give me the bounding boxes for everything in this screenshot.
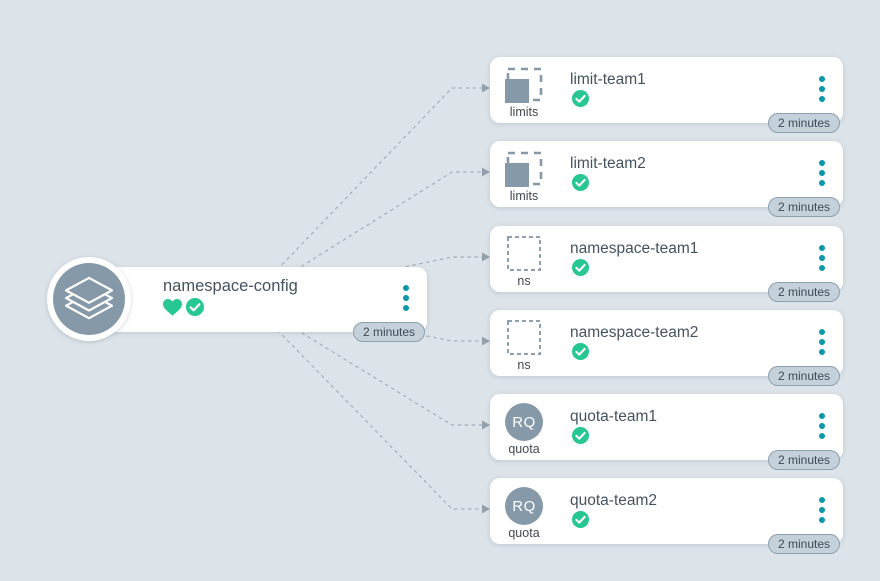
resource-title: limit-team1: [570, 71, 646, 88]
resourcequota-circle-icon: RQ: [505, 487, 543, 525]
kebab-dot: [819, 170, 825, 176]
kebab-dot: [819, 255, 825, 261]
resource-kind: ns: [498, 319, 550, 372]
check-synced-icon: [572, 90, 589, 107]
resource-kind: ns: [498, 235, 550, 288]
kebab-dot: [819, 265, 825, 271]
arrowhead-icon: [482, 167, 490, 177]
resource-title: namespace-team1: [570, 240, 699, 257]
kebab-menu-button[interactable]: [817, 411, 827, 441]
kebab-menu-button[interactable]: [817, 327, 827, 357]
resource-title: namespace-team2: [570, 324, 699, 341]
kebab-dot: [819, 160, 825, 166]
kebab-dot: [819, 497, 825, 503]
kebab-dot: [819, 245, 825, 251]
age-badge: 2 minutes: [767, 534, 840, 554]
edge-to-quota-team1: [247, 299, 483, 426]
arrowhead-icon: [482, 336, 490, 346]
resource-node-quota-team1[interactable]: RQ quota quota-team1 2 minutes: [490, 394, 843, 470]
kind-label: quota: [508, 526, 540, 540]
kebab-dot: [819, 339, 825, 345]
kebab-menu-button[interactable]: [817, 243, 827, 273]
check-synced-icon: [186, 298, 204, 321]
age-badge: 2 minutes: [767, 113, 840, 133]
kebab-dot: [819, 329, 825, 335]
kind-label: limits: [509, 105, 539, 119]
namespace-dashed-square-icon: [507, 320, 541, 355]
kebab-dot: [819, 517, 825, 523]
app-node-title: namespace-config: [163, 277, 298, 295]
kebab-dot: [819, 433, 825, 439]
kind-label: limits: [509, 189, 539, 203]
resource-kind: RQ quota: [498, 403, 550, 456]
kind-label: ns: [517, 358, 531, 372]
arrowhead-icon: [482, 504, 490, 514]
kebab-dot: [819, 76, 825, 82]
resource-node-limit-team1[interactable]: limits limit-team1 2 minutes: [490, 57, 843, 133]
layers-icon: [53, 263, 125, 335]
resource-node-namespace-team2[interactable]: ns namespace-team2 2 minutes: [490, 310, 843, 386]
kebab-dot: [819, 86, 825, 92]
check-synced-icon: [572, 174, 589, 191]
check-synced-icon: [572, 427, 589, 444]
resource-node-limit-team2[interactable]: limits limit-team2 2 minutes: [490, 141, 843, 217]
arrowhead-icon: [482, 420, 490, 430]
kebab-menu-button[interactable]: [817, 158, 827, 188]
kind-label: ns: [517, 274, 531, 288]
namespace-dashed-square-icon: [507, 236, 541, 271]
resource-title: quota-team2: [570, 492, 658, 509]
edge-to-limit-team2: [247, 171, 483, 301]
kebab-dot: [819, 96, 825, 102]
kebab-dot: [819, 413, 825, 419]
edge-to-limit-team1: [247, 87, 483, 301]
heart-healthy-icon: [163, 298, 182, 321]
resourcequota-circle-icon: RQ: [505, 403, 543, 441]
kebab-menu-button[interactable]: [401, 283, 411, 313]
app-node-circle[interactable]: [47, 257, 131, 341]
age-badge: 2 minutes: [767, 450, 840, 470]
age-badge: 2 minutes: [767, 197, 840, 217]
kebab-dot: [403, 285, 409, 291]
kind-label: quota: [508, 442, 540, 456]
limitrange-dashed-square-icon: [505, 151, 543, 187]
age-badge: 2 minutes: [767, 282, 840, 302]
resource-kind: limits: [498, 66, 550, 119]
limitrange-dashed-square-icon: [505, 67, 543, 103]
resource-node-quota-team2[interactable]: RQ quota quota-team2 2 minutes: [490, 478, 843, 554]
arrowhead-icon: [482, 83, 490, 93]
resource-title: quota-team1: [570, 408, 658, 425]
kebab-dot: [819, 180, 825, 186]
kebab-dot: [819, 507, 825, 513]
kebab-menu-button[interactable]: [817, 74, 827, 104]
resource-kind: limits: [498, 150, 550, 203]
age-badge: 2 minutes: [352, 322, 425, 342]
check-synced-icon: [572, 343, 589, 360]
kebab-dot: [403, 295, 409, 301]
kebab-dot: [403, 305, 409, 311]
check-synced-icon: [572, 511, 589, 528]
app-node-namespace-config[interactable]: namespace-config 2 minutes: [89, 267, 427, 342]
resource-title: limit-team2: [570, 155, 646, 172]
kebab-dot: [819, 423, 825, 429]
app-node-status: [163, 298, 204, 321]
arrowhead-icon: [482, 252, 490, 262]
resource-node-namespace-team1[interactable]: ns namespace-team1 2 minutes: [490, 226, 843, 302]
kebab-menu-button[interactable]: [817, 495, 827, 525]
resource-kind: RQ quota: [498, 487, 550, 540]
kebab-dot: [819, 349, 825, 355]
check-synced-icon: [572, 259, 589, 276]
age-badge: 2 minutes: [767, 366, 840, 386]
